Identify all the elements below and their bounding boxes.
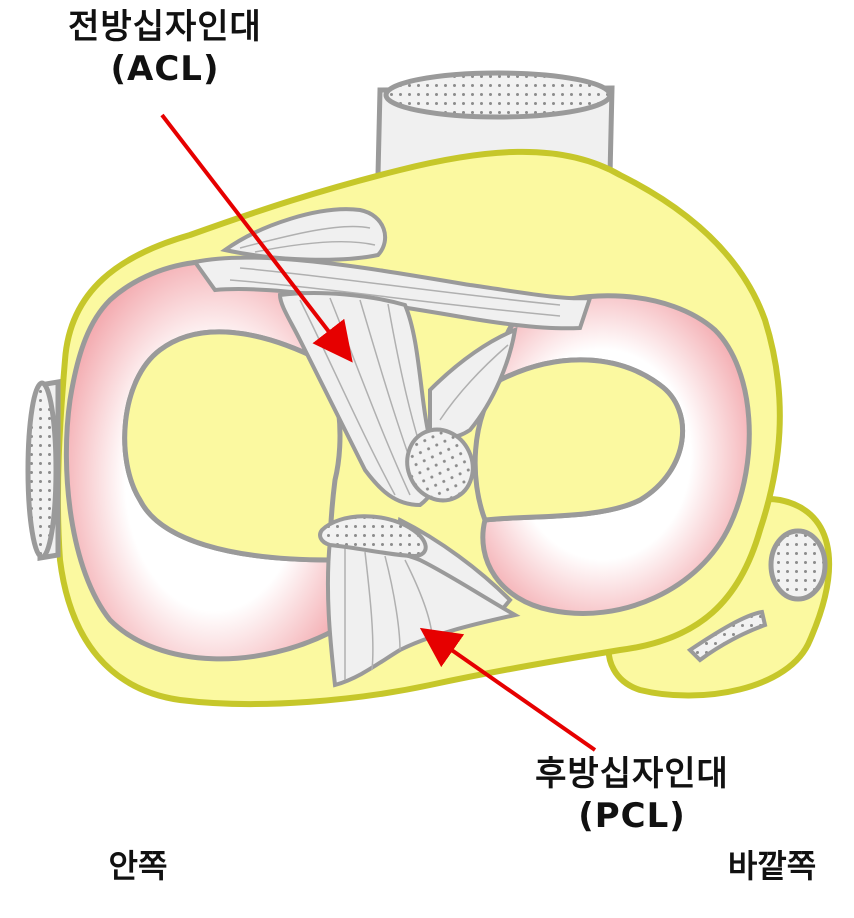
acl-arrow xyxy=(160,113,353,363)
lateral-bone-end xyxy=(768,528,828,602)
medial-side-label: 안쪽 xyxy=(108,847,168,885)
lateral-meniscus xyxy=(472,293,752,616)
pcl-label-abbr: (PCL) xyxy=(578,796,686,836)
lateral-strip xyxy=(686,609,768,663)
acl-label-korean: 전방십자인대 xyxy=(68,7,262,47)
acl-label-abbr: (ACL) xyxy=(110,49,220,89)
lateral-side-label: 바깥쪽 xyxy=(727,847,817,885)
pcl-label-korean: 후방십자인대 xyxy=(535,754,729,794)
acl-insertion xyxy=(405,427,475,503)
pcl-insertion xyxy=(318,514,428,559)
medial-bone-end xyxy=(25,380,59,560)
fibula-shaft xyxy=(375,70,615,178)
pcl-arrow xyxy=(419,627,597,752)
medial-meniscus xyxy=(63,258,343,662)
